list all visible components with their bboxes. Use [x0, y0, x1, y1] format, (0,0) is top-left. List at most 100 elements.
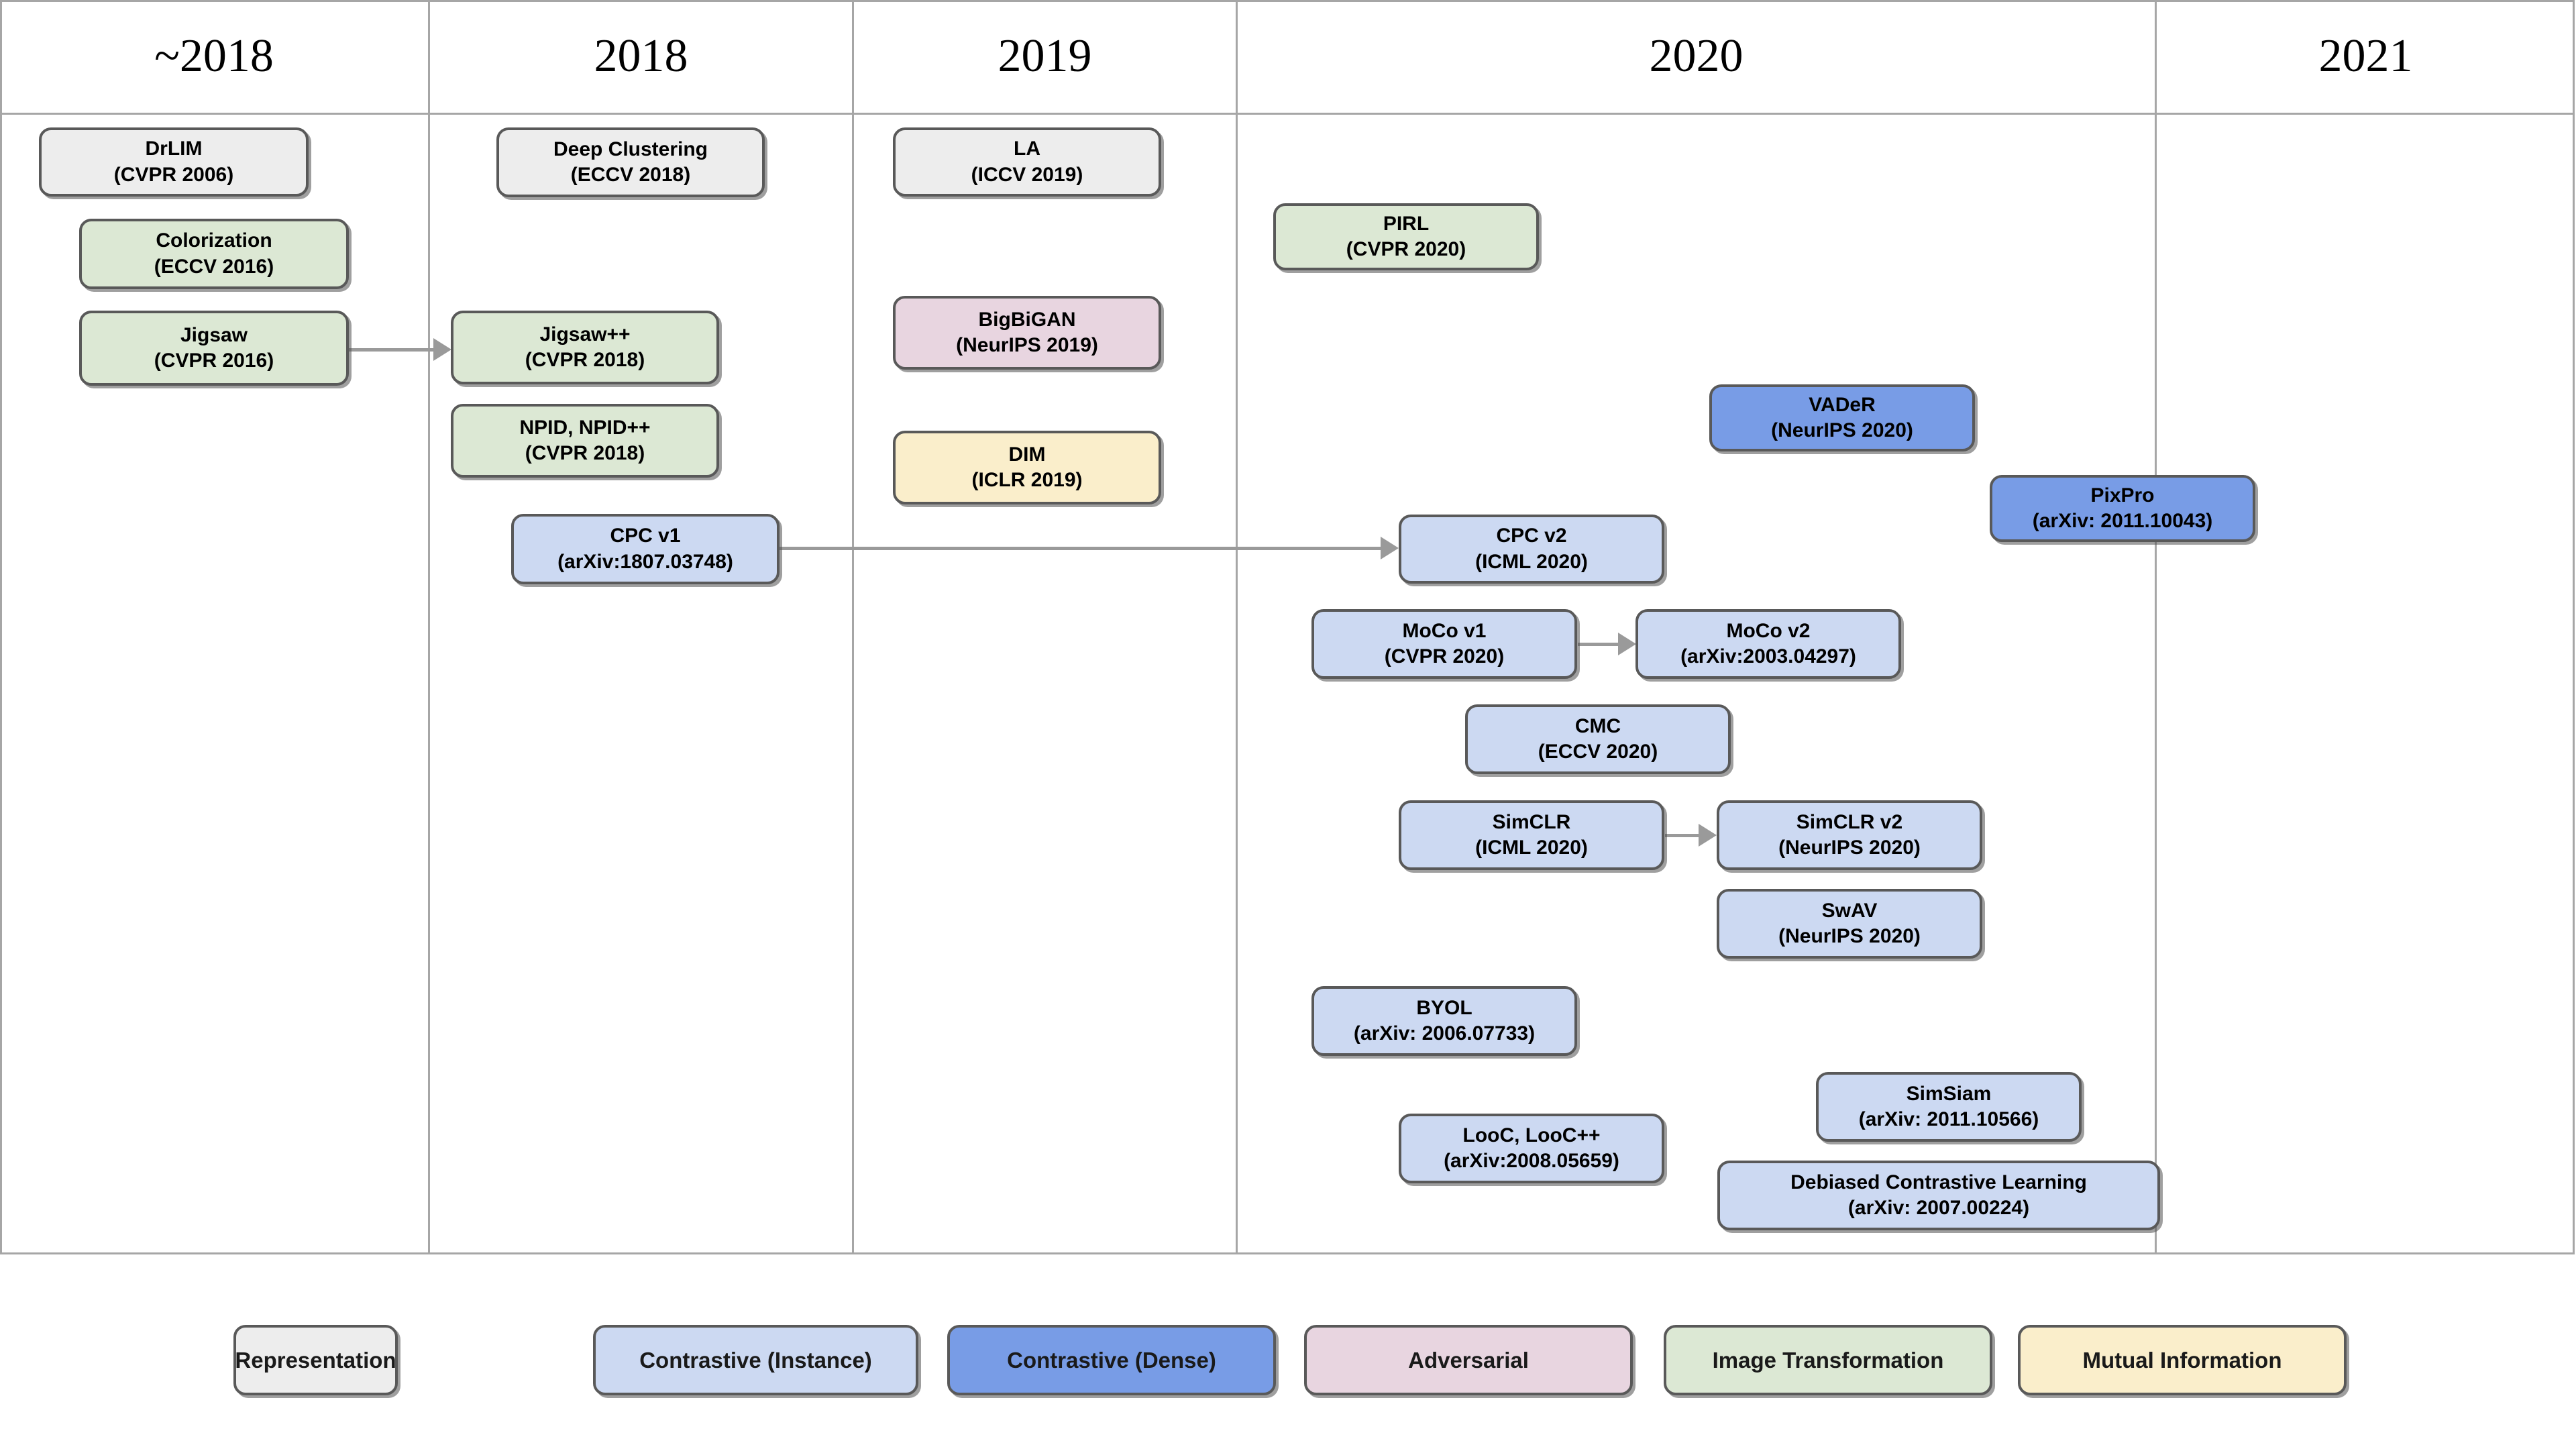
node-cmc[interactable]: CMC (ECCV 2020): [1465, 704, 1731, 774]
node-title: CPC v2: [1496, 525, 1567, 547]
legend-representation[interactable]: Representation: [233, 1325, 398, 1395]
node-la[interactable]: LA (ICCV 2019): [893, 127, 1161, 197]
node-title: SimSiam: [1906, 1082, 1992, 1105]
node-title: Debiased Contrastive Learning: [1790, 1171, 2087, 1193]
node-mocov1[interactable]: MoCo v1 (CVPR 2020): [1311, 609, 1577, 679]
node-pixpro[interactable]: PixPro(arXiv: 2011.10043): [1990, 475, 2255, 542]
node-venue: (CVPR 2018): [525, 349, 645, 371]
column-divider-3: [2155, 0, 2157, 1254]
node-venue: (ECCV 2020): [1538, 741, 1658, 763]
node-venue: (NeurIPS 2020): [1778, 837, 1921, 859]
node-drlim[interactable]: DrLIM (CVPR 2006): [39, 127, 309, 197]
legend-label: Representation: [235, 1347, 396, 1373]
node-venue: (ECCV 2016): [154, 255, 274, 278]
column-divider-1: [852, 0, 854, 1254]
arrow-cpcv1-to-cpcv2: [779, 547, 1381, 550]
node-venue: (ECCV 2018): [570, 164, 691, 186]
node-venue: (arXiv: 2011.10043): [2032, 510, 2213, 532]
node-venue: (ICML 2020): [1475, 550, 1588, 573]
node-dim[interactable]: DIM (ICLR 2019): [893, 431, 1161, 504]
column-divider-2: [1236, 0, 1238, 1254]
legend-contrastive-dense[interactable]: Contrastive (Dense): [947, 1325, 1276, 1395]
arrowhead-jigsaw-to-jigsawpp: [433, 338, 451, 361]
node-npid[interactable]: NPID, NPID++ (CVPR 2018): [451, 404, 719, 478]
node-venue: (CVPR 2020): [1384, 645, 1505, 667]
arrow-simclr-to-simclrv2: [1665, 834, 1699, 837]
node-title: MoCo v2: [1726, 619, 1811, 642]
node-title: DIM: [1008, 443, 1046, 466]
node-venue: (NeurIPS 2019): [956, 334, 1098, 356]
legend-image-transformation[interactable]: Image Transformation: [1664, 1325, 1992, 1395]
node-swav[interactable]: SwAV (NeurIPS 2020): [1717, 889, 1982, 959]
node-bigbigan[interactable]: BigBiGAN (NeurIPS 2019): [893, 296, 1161, 370]
node-venue: (arXiv:2008.05659): [1444, 1150, 1619, 1172]
node-title: SwAV: [1821, 899, 1878, 922]
legend-label: Adversarial: [1408, 1347, 1529, 1373]
header-separator: [0, 113, 2575, 115]
node-title: SimCLR: [1492, 810, 1571, 833]
node-venue: (ICML 2020): [1475, 837, 1588, 859]
node-title: MoCo v1: [1402, 619, 1487, 642]
node-mocov2[interactable]: MoCo v2 (arXiv:2003.04297): [1635, 609, 1901, 679]
node-venue: (arXiv:2003.04297): [1680, 645, 1856, 667]
legend-label: Contrastive (Dense): [1007, 1347, 1216, 1373]
legend-label: Mutual Information: [2082, 1347, 2282, 1373]
legend-contrastive-instance[interactable]: Contrastive (Instance): [593, 1325, 918, 1395]
column-header-2019: 2019: [998, 30, 1092, 82]
node-jigsawpp[interactable]: Jigsaw++ (CVPR 2018): [451, 311, 719, 384]
node-vader[interactable]: VADeR (NeurIPS 2020): [1709, 384, 1975, 451]
node-venue: (CVPR 2006): [113, 163, 234, 186]
node-cpcv1[interactable]: CPC v1(arXiv:1807.03748): [511, 514, 780, 584]
legend-label: Contrastive (Instance): [639, 1347, 872, 1373]
node-title: Colorization: [156, 229, 272, 252]
column-header-2021: 2021: [2318, 30, 2413, 82]
column-header-2020: 2020: [1649, 30, 1743, 82]
column-header-2018: 2018: [594, 30, 688, 82]
arrowhead-cpcv1-to-cpcv2: [1381, 537, 1399, 559]
node-title: CMC: [1574, 714, 1621, 737]
legend: Representation Contrastive (Instance) Cont…: [0, 1261, 2575, 1449]
node-venue: (CVPR 2020): [1346, 238, 1466, 260]
arrowhead-simclr-to-simclrv2: [1699, 824, 1717, 847]
node-byol[interactable]: BYOL (arXiv: 2006.07733): [1311, 986, 1577, 1056]
arrowhead-mocov1-to-mocov2: [1618, 633, 1636, 655]
node-venue: (CVPR 2018): [525, 442, 645, 464]
node-venue: (arXiv: 2007.00224): [1847, 1197, 2030, 1219]
node-venue: (ICCV 2019): [971, 163, 1083, 186]
node-simclr[interactable]: SimCLR (ICML 2020): [1399, 800, 1664, 870]
node-venue: (NeurIPS 2020): [1778, 925, 1921, 947]
node-title: Jigsaw++: [539, 323, 631, 345]
node-title: LA: [1014, 138, 1040, 160]
node-jigsaw[interactable]: Jigsaw(CVPR 2016): [79, 311, 349, 386]
column-header-approx2018: ~2018: [154, 30, 274, 82]
node-cpcv2[interactable]: CPC v2 (ICML 2020): [1399, 515, 1664, 584]
node-deepcluster[interactable]: Deep Clustering (ECCV 2018): [496, 127, 765, 197]
legend-adversarial[interactable]: Adversarial: [1304, 1325, 1633, 1395]
node-simclrv2[interactable]: SimCLR v2 (NeurIPS 2020): [1717, 800, 1982, 870]
node-venue: (arXiv: 2006.07733): [1353, 1022, 1536, 1044]
node-title: NPID, NPID++: [519, 416, 651, 439]
node-title: SimCLR v2: [1796, 810, 1903, 833]
arrow-mocov1-to-mocov2: [1578, 643, 1618, 646]
column-divider-0: [428, 0, 430, 1254]
node-simsiam[interactable]: SimSiam (arXiv: 2011.10566): [1816, 1072, 2082, 1142]
node-title: VADeR: [1809, 393, 1876, 416]
timeline-grid: [0, 0, 2575, 1254]
node-title: LooC, LooC++: [1462, 1124, 1601, 1146]
node-venue: (NeurIPS 2020): [1771, 419, 1913, 441]
node-colorization[interactable]: Colorization (ECCV 2016): [79, 219, 349, 289]
node-pirl[interactable]: PIRL(CVPR 2020): [1273, 203, 1539, 270]
node-venue: (arXiv:1807.03748): [557, 550, 733, 573]
arrow-jigsaw-to-jigsawpp: [348, 348, 433, 352]
node-debiased[interactable]: Debiased Contrastive Learning (arXiv: 200…: [1717, 1161, 2160, 1230]
node-title: DrLIM: [145, 138, 203, 160]
node-venue: (arXiv: 2011.10566): [1858, 1108, 2039, 1130]
legend-mutual-information[interactable]: Mutual Information: [2018, 1325, 2347, 1395]
node-title: BigBiGAN: [978, 308, 1076, 331]
node-looc[interactable]: LooC, LooC++ (arXiv:2008.05659): [1399, 1114, 1664, 1183]
node-title: BYOL: [1416, 996, 1472, 1019]
legend-label: Image Transformation: [1712, 1347, 1944, 1373]
node-title: Deep Clustering: [553, 138, 708, 160]
node-venue: (ICLR 2019): [971, 469, 1083, 491]
